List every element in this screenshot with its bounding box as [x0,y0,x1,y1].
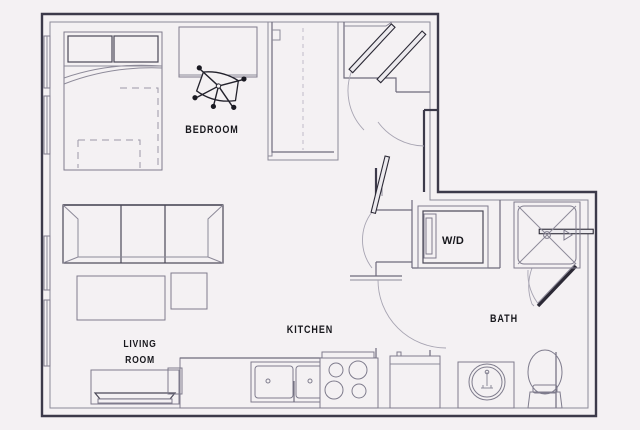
kitchen-fixtures: KITCHEN [167,324,441,409]
window-3 [43,235,51,291]
wd-door [362,155,391,269]
entry-door [347,23,396,131]
bedroom-furniture: BEDROOM [63,26,258,171]
hall-door [377,279,447,349]
window-2 [43,95,51,155]
vanity-sink [457,361,515,409]
shower [513,201,581,269]
kitchen-sink [250,361,338,403]
sofa [62,204,224,264]
desk [178,26,258,78]
dishwasher [389,351,441,409]
window-4 [43,299,51,367]
room-label-bedroom: BEDROOM [185,124,238,136]
washer-dryer: W/D [417,205,489,269]
room-label-living-line1: LIVING [123,338,156,350]
room-label-bath: BATH [490,313,518,325]
doors [347,23,594,349]
closet-door [376,30,427,147]
base-cabinet [167,367,183,395]
coffee-table [76,275,166,321]
windows-left-wall [43,35,51,367]
media-console [90,369,180,405]
toilet [527,349,563,409]
window-1 [43,35,51,89]
appliance-label-wd: W/D [442,235,464,247]
side-table [170,272,208,310]
cooktop [319,351,379,409]
living-room-furniture: LIVING ROOM [62,204,224,405]
exterior-walls [40,12,598,418]
bathroom-fixtures: BATH [457,201,581,409]
interior-walls [267,21,557,408]
bed [63,31,163,171]
room-label-kitchen: KITCHEN [287,324,333,336]
office-chair [192,65,247,110]
room-label-living-line2: ROOM [125,354,155,366]
